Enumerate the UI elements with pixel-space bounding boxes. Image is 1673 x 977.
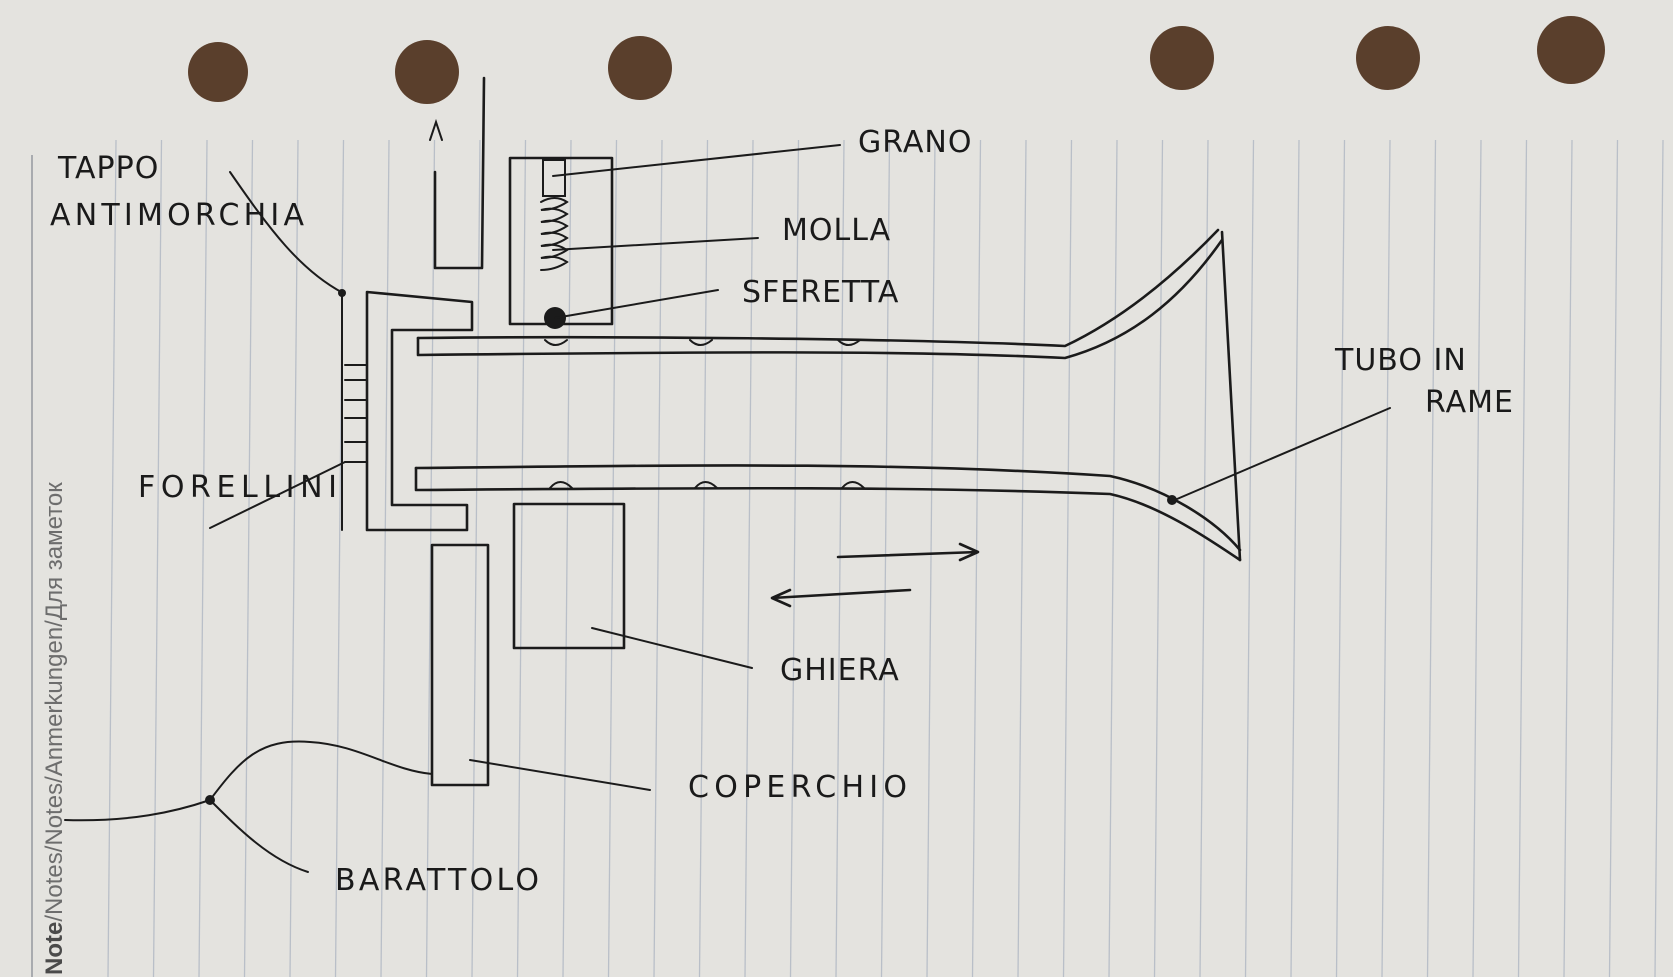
horn-bell xyxy=(1220,230,1242,562)
labels: TAPPO ANTIMORCHIA GRANO MOLLA SFERETTA T… xyxy=(50,125,1514,898)
ruled-line xyxy=(1381,139,1391,977)
arrow-right xyxy=(836,542,980,562)
molla-spring xyxy=(540,197,569,271)
leader-coperchio xyxy=(469,759,651,791)
ruled-line xyxy=(607,139,618,977)
ruled-line xyxy=(1290,139,1300,977)
ruled-line xyxy=(1426,139,1437,977)
ruled-line xyxy=(152,139,163,977)
ruled-line xyxy=(926,139,936,977)
leader-barattolo xyxy=(64,740,433,873)
punch-hole xyxy=(1356,26,1420,90)
leader-molla xyxy=(552,237,759,251)
punch-hole xyxy=(188,42,248,102)
ruled-line xyxy=(107,139,117,977)
ruled-line xyxy=(1608,139,1619,977)
ruled-line xyxy=(516,139,527,977)
ruled-line xyxy=(880,139,891,977)
ruled-line xyxy=(1244,139,1255,977)
ruled-line xyxy=(1563,139,1573,977)
ruled-line xyxy=(334,139,345,977)
ruled-line xyxy=(1472,139,1482,977)
ruled-line xyxy=(653,139,663,977)
leader-ghiera xyxy=(591,627,753,669)
leader-sferetta xyxy=(554,289,719,319)
ruled-line xyxy=(1517,139,1528,977)
ruled-line xyxy=(698,139,709,977)
ruled-lines xyxy=(107,139,1664,977)
ruled-line xyxy=(1062,139,1073,977)
punch-holes xyxy=(188,16,1605,104)
punch-hole xyxy=(608,36,672,100)
punch-hole xyxy=(1150,26,1214,90)
label-tubo-line1: TUBO IN xyxy=(1334,343,1467,378)
ghiera-lower xyxy=(512,502,626,650)
ruled-line xyxy=(744,139,754,977)
ruled-line xyxy=(198,139,208,977)
ruled-line xyxy=(471,139,481,977)
inner-tube xyxy=(365,290,474,532)
label-barattolo: BARATTOLO xyxy=(335,863,540,898)
ruled-line xyxy=(789,139,800,977)
ruled-line xyxy=(562,139,572,977)
top-plate xyxy=(433,76,486,270)
ruled-line xyxy=(1153,139,1164,977)
horn-drawing xyxy=(64,76,1391,873)
leader-tubo xyxy=(1169,407,1391,503)
arrow-left xyxy=(770,588,912,608)
label-tappo-line2: ANTIMORCHIA xyxy=(50,198,305,233)
ruled-line xyxy=(243,139,254,977)
forellini-holes xyxy=(344,364,367,463)
label-sferetta: SFERETTA xyxy=(742,275,899,310)
label-molla: MOLLA xyxy=(782,213,891,248)
punch-hole xyxy=(1537,16,1605,84)
ruled-line xyxy=(1108,139,1118,977)
label-ghiera: GHIERA xyxy=(780,653,900,688)
ruled-line xyxy=(289,139,299,977)
ruled-line xyxy=(1199,139,1209,977)
horn-tube-top xyxy=(416,238,1224,360)
leader-grano xyxy=(552,144,841,177)
leader-forellini xyxy=(209,461,346,529)
punch-hole xyxy=(395,40,459,104)
ruled-line xyxy=(1017,139,1027,977)
leader-tappo xyxy=(229,171,344,294)
grano-screw xyxy=(542,159,566,197)
margin-label: Note/Notes/Notes/Anmerkungen/Для заметок xyxy=(41,482,68,975)
coperchio-plate xyxy=(430,543,490,787)
ruled-line xyxy=(971,139,982,977)
label-coperchio: COPERCHIO xyxy=(688,770,908,805)
ruled-line xyxy=(1335,139,1346,977)
label-tappo-line1: TAPPO xyxy=(57,151,159,186)
ruled-line xyxy=(1654,139,1664,977)
label-grano: GRANO xyxy=(858,125,972,160)
label-tubo-line2: RAME xyxy=(1425,385,1514,420)
ruled-line xyxy=(380,139,390,977)
horn-tube-bottom xyxy=(414,466,1242,562)
ruled-line xyxy=(425,139,436,977)
ruled-line xyxy=(835,139,845,977)
